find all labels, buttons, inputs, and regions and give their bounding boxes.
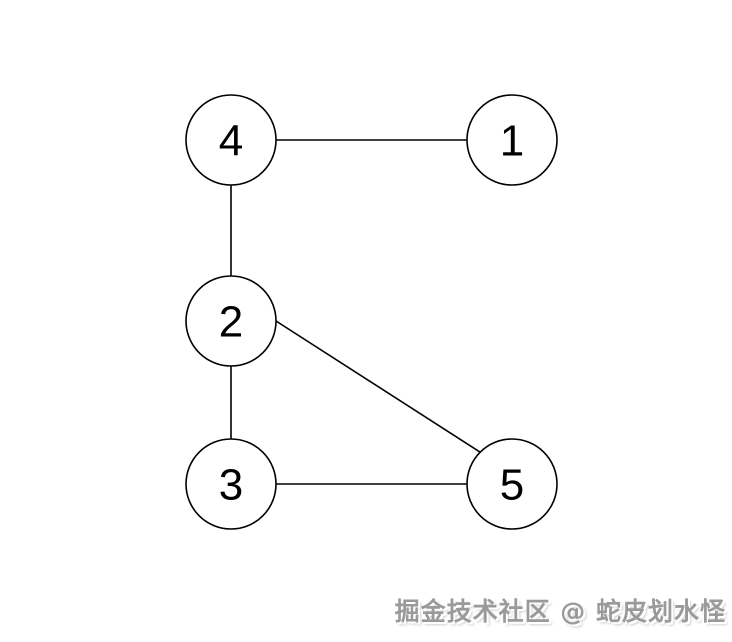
node-5-circle <box>466 438 558 530</box>
node-5-label: 5 <box>500 460 524 509</box>
node-1-label: 1 <box>500 116 524 165</box>
node-2: 2 <box>185 275 277 367</box>
watermark: 掘金技术社区 @ 蛇皮划水怪 <box>394 597 726 626</box>
node-3-label: 3 <box>219 460 243 509</box>
node-4-label: 4 <box>219 116 243 165</box>
node-2-label: 2 <box>219 297 243 346</box>
node-5: 5 <box>466 438 558 530</box>
node-2-circle <box>185 275 277 367</box>
node-4: 4 <box>185 94 277 186</box>
node-1-circle <box>466 94 558 186</box>
node-3-circle <box>185 438 277 530</box>
node-1: 1 <box>466 94 558 186</box>
node-4-circle <box>185 94 277 186</box>
edge-2-5 <box>275 320 481 453</box>
node-3: 3 <box>185 438 277 530</box>
